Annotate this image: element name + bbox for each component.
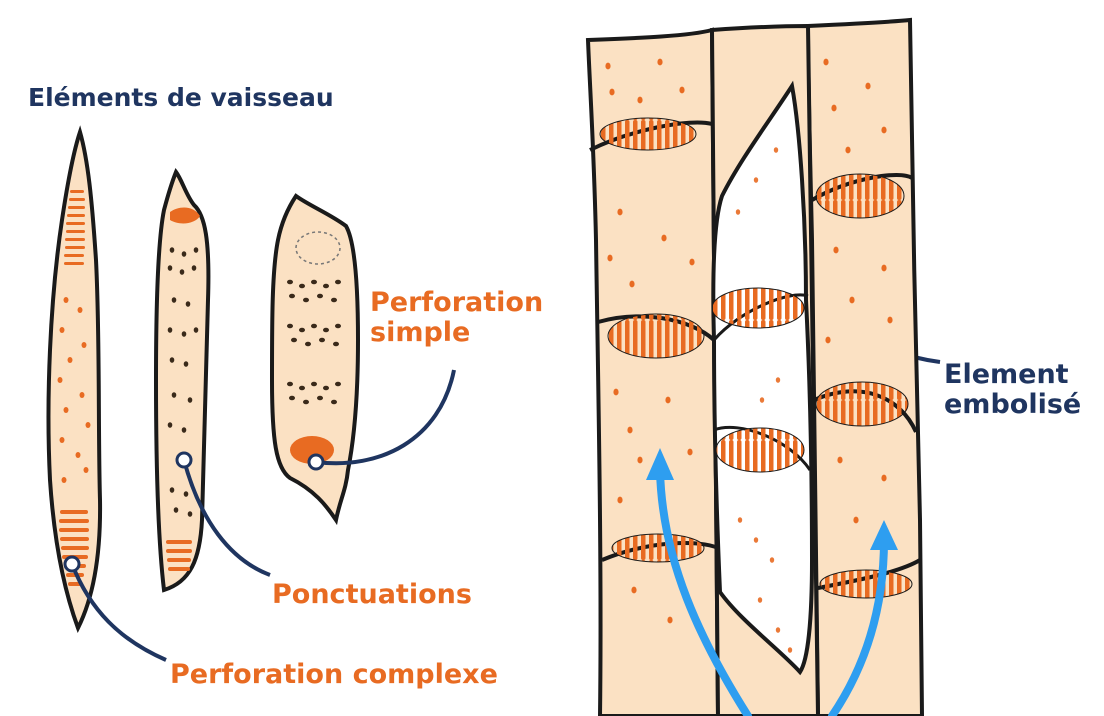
vessel-element-short: [269, 193, 361, 526]
pits-label: Ponctuations: [272, 579, 472, 610]
pit-rows: [64, 190, 85, 265]
embolized-element-label: Element embolisé: [944, 359, 1082, 421]
perforation-plates: [599, 117, 913, 599]
simple-perforation-label: Perforation simple: [370, 287, 544, 349]
complex-perforation-label: Perforation complexe: [170, 659, 498, 690]
simple-perforation-line2: simple: [370, 317, 471, 349]
flow-arrows: [646, 448, 898, 716]
embolized-element-line1: Element: [944, 359, 1069, 390]
embolized-element-line2: embolisé: [944, 389, 1082, 421]
tissue-block: [585, 17, 925, 716]
vessel-element-long: [46, 125, 103, 634]
vessel-element-medium: [153, 167, 211, 593]
simple-perforation-line1: Perforation: [370, 287, 544, 318]
vessel-elements-title: Eléments de vaisseau: [28, 83, 334, 112]
